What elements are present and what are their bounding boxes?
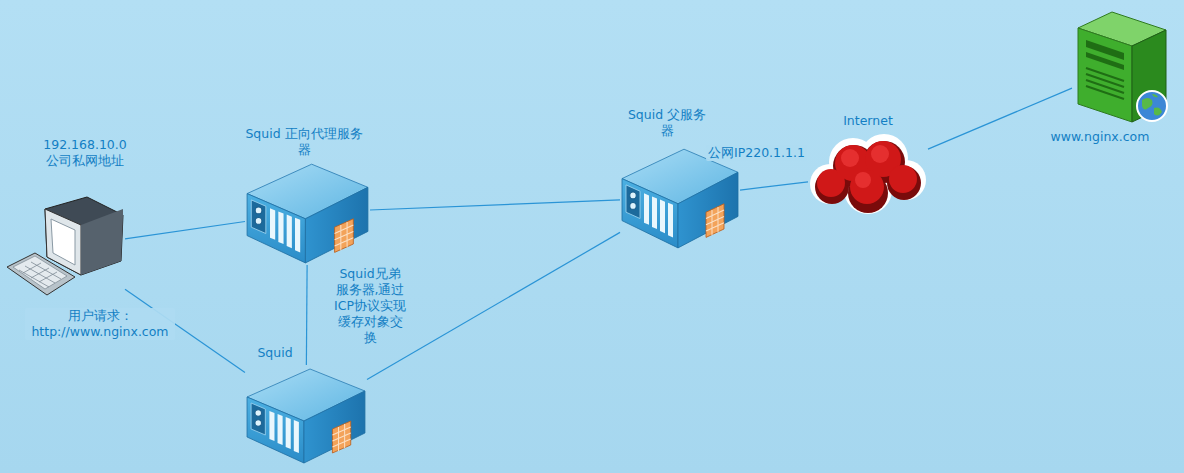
network-link — [306, 265, 308, 365]
network-link — [370, 200, 620, 210]
network-link — [928, 88, 1072, 149]
internet-cloud: Internet — [808, 132, 928, 217]
node-icon — [245, 160, 370, 265]
node-label: Squid — [245, 345, 305, 361]
network-link — [125, 222, 245, 239]
note-label: Squid兄弟服务器,通过ICP协议实现缓存对象交换 — [333, 266, 407, 346]
node-label: Squid 正向代理服务器 — [245, 126, 363, 158]
network-link — [740, 182, 808, 190]
node-icon — [5, 195, 125, 300]
node-label: 192.168.10.0 公司私网地址 — [40, 137, 130, 169]
node-label: www.nginx.com — [1040, 129, 1160, 145]
node-icon — [1072, 8, 1172, 126]
node-label: 用户请求： http://www.nginx.com — [25, 308, 175, 340]
node-icon — [808, 132, 928, 217]
proxy-server: Squid 正向代理服务器 — [245, 160, 370, 265]
parent-server: Squid 父服务器公网IP220.1.1.1 — [620, 145, 740, 250]
node-label: Internet — [833, 113, 903, 129]
web-server: www.nginx.com — [1072, 8, 1172, 126]
node-label: 公网IP220.1.1.1 — [706, 145, 807, 161]
client-computer: 192.168.10.0 公司私网地址用户请求： http://www.ngin… — [5, 195, 125, 300]
node-label: Squid 父服务器 — [626, 107, 708, 139]
node-icon — [245, 365, 367, 465]
sibling-server: Squid — [245, 365, 367, 465]
